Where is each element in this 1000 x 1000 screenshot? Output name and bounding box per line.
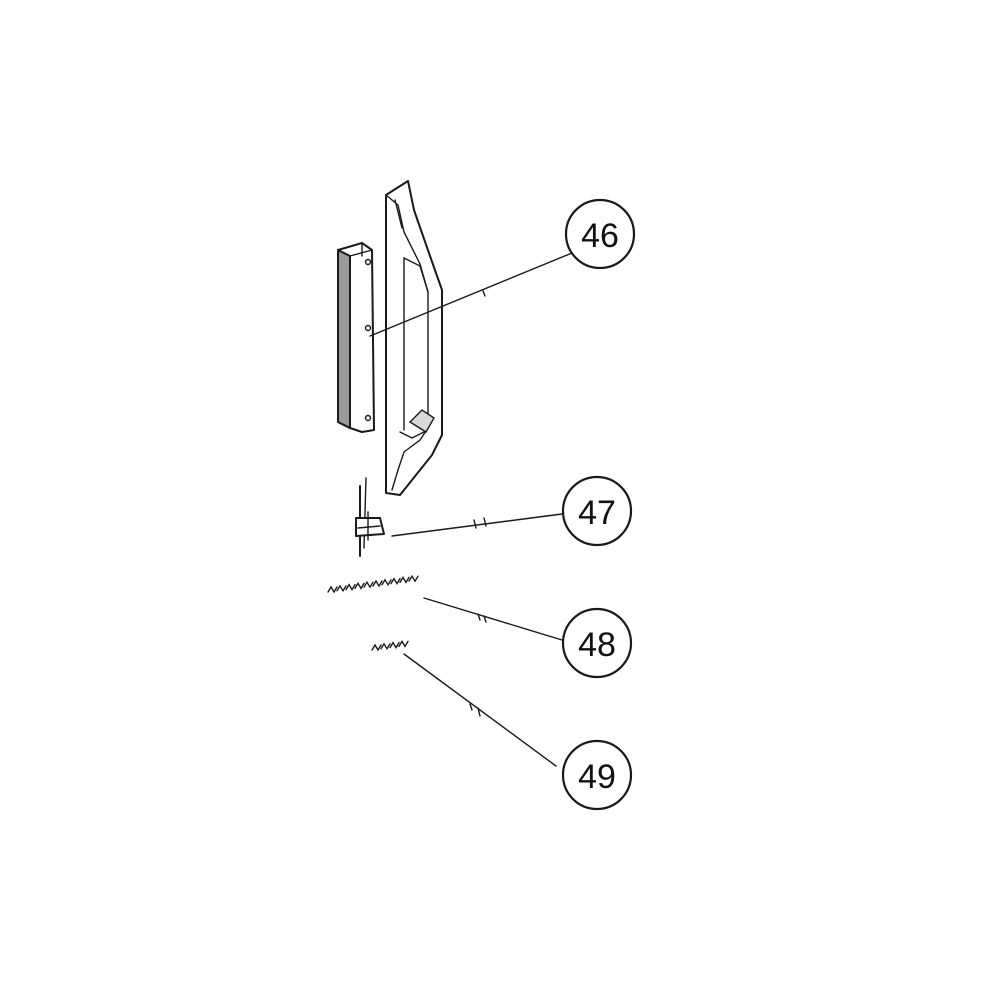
screw-mark: [336, 584, 347, 593]
screw-mark: [381, 578, 392, 587]
screw-mark: [363, 580, 374, 589]
callout-47: 47: [561, 475, 633, 547]
part-handle: [385, 180, 443, 496]
leader-lines: [369, 252, 573, 767]
screw-mark: [408, 574, 419, 583]
screw-mark: [354, 582, 365, 590]
screw-mark: [372, 579, 383, 588]
screw-mark: [389, 641, 400, 649]
callout-46: 46: [564, 198, 636, 270]
part-pin: [355, 477, 385, 557]
screw-mark: [380, 642, 391, 651]
screw-mark: [399, 576, 410, 584]
callout-49: 49: [561, 739, 633, 811]
callout-49-label: 49: [578, 758, 616, 796]
screw-mark: [371, 643, 382, 652]
part-clip: [337, 242, 375, 433]
screw-mark: [327, 585, 338, 594]
screw-mark: [345, 583, 356, 591]
callout-48: 48: [561, 607, 633, 679]
callout-47-label: 47: [578, 494, 616, 532]
part-screws-row: [327, 574, 419, 594]
screw-mark: [390, 577, 401, 585]
callout-48-label: 48: [578, 626, 616, 664]
part-screws-group: [371, 640, 409, 652]
screw-mark: [398, 640, 409, 648]
callout-46-label: 46: [581, 217, 619, 255]
